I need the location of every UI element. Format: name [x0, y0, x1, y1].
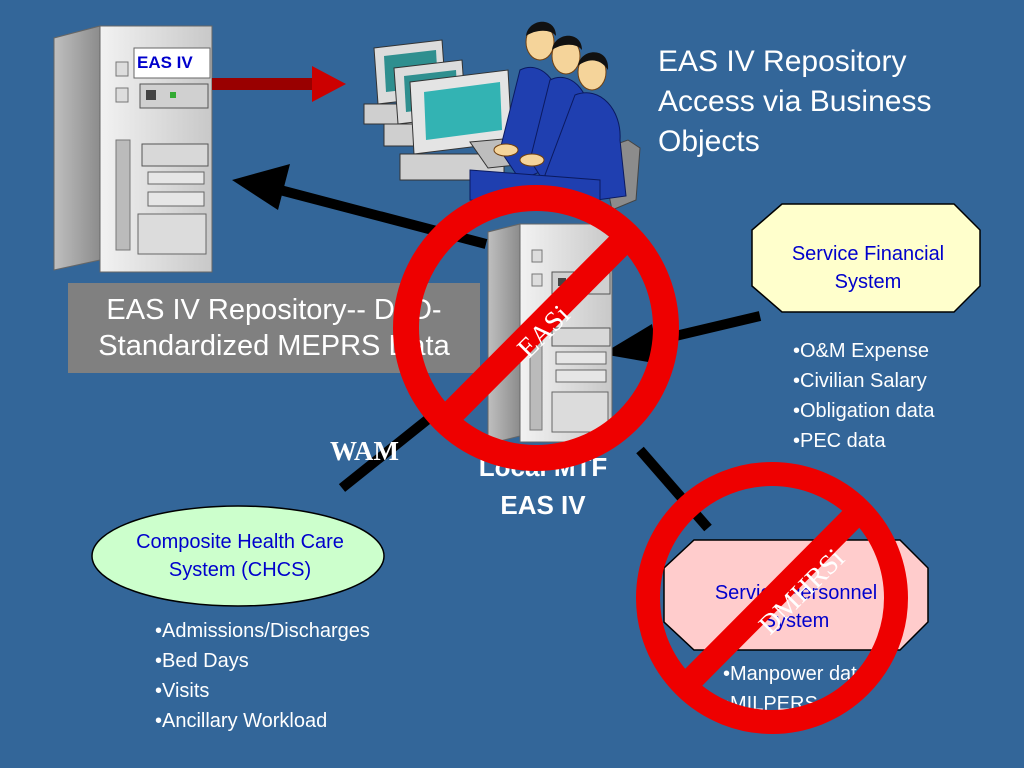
easi-prohibition-icon: EASi: [393, 185, 679, 471]
list-item: •Obligation data: [793, 400, 935, 422]
financial-line-1: Service Financial: [791, 243, 945, 265]
repository-line-1: EAS IV Repository-- DoD-: [106, 294, 442, 326]
eas-iv-server-icon: [53, 25, 213, 273]
chcs-bullets: •Admissions/Discharges •Bed Days •Visits…: [155, 616, 455, 736]
service-financial-label: Service Financial System: [760, 222, 976, 314]
title-line-2: Access via Business: [658, 85, 932, 118]
title-line-3: Objects: [658, 125, 760, 158]
local-line-2: EAS IV: [500, 490, 586, 520]
list-item: •Visits: [155, 680, 210, 702]
list-item: •Civilian Salary: [793, 370, 927, 392]
financial-line-2: System: [834, 271, 902, 293]
list-item: •O&M Expense: [793, 340, 929, 362]
list-item: •Bed Days: [155, 650, 249, 672]
service-personnel-shape: [663, 539, 929, 651]
chcs-line-2: System (CHCS): [168, 559, 312, 581]
service-financial-shape: [751, 203, 981, 313]
list-item: •Admissions/Discharges: [155, 620, 370, 642]
personnel-line-2: System: [762, 610, 830, 632]
chcs-line-1: Composite Health Care: [136, 531, 344, 553]
list-item: •Ancillary Workload: [155, 710, 328, 732]
repository-line-2: Standardized MEPRS Data: [98, 330, 450, 362]
title-line-1: EAS IV Repository: [658, 45, 907, 78]
workstation-users-icon: [363, 21, 641, 211]
red-arrow-icon: [212, 66, 346, 102]
list-item: •Manpower data: [723, 663, 868, 685]
server-label: EAS IV: [137, 53, 193, 72]
wam-link-line: [338, 412, 436, 492]
chcs-label: Composite Health Care System (CHCS): [98, 509, 382, 603]
wam-label: WAM: [330, 436, 399, 466]
dmhrsi-prohibition-icon: DMHRSi: [636, 462, 908, 734]
page-title: EAS IV Repository Access via Business Ob…: [658, 42, 998, 162]
chcs-shape: [91, 505, 385, 607]
list-item: •PEC data: [793, 430, 886, 452]
financial-bullets: •O&M Expense •Civilian Salary •Obligatio…: [793, 336, 1013, 456]
